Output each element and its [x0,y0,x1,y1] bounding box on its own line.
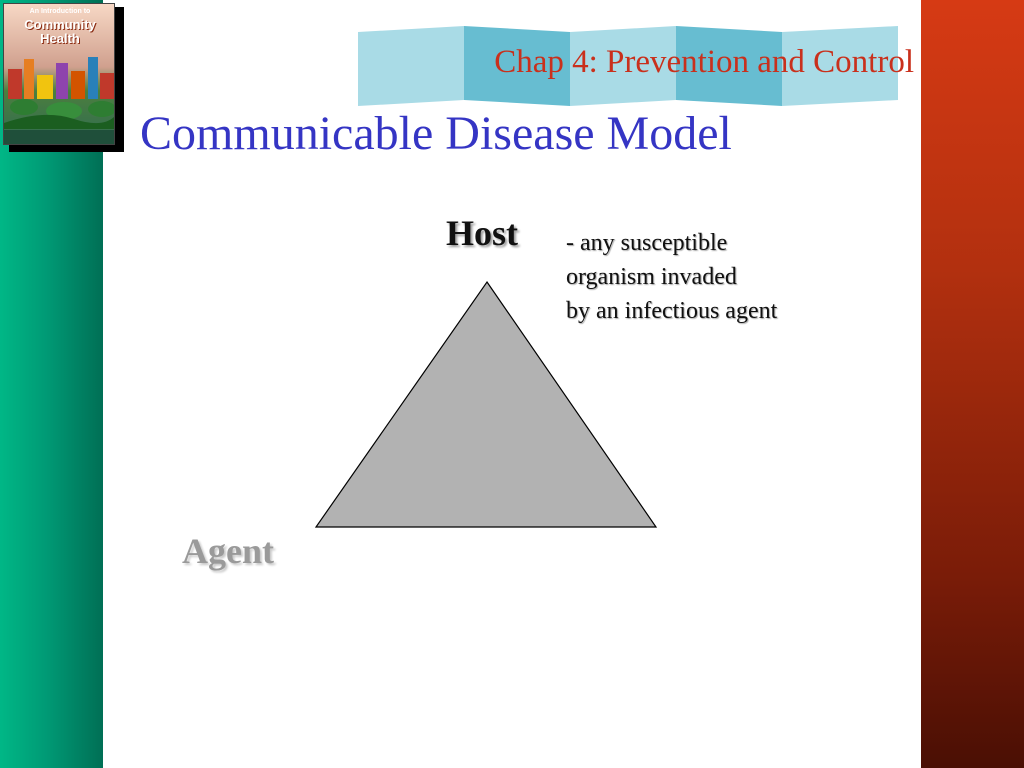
chapter-banner [358,26,898,106]
agent-label: Agent [182,531,274,571]
host-description-line: - any susceptible [566,230,728,256]
epidemiologic-triangle [314,280,658,528]
book-cover-title-line2: Health [40,31,80,46]
host-label: Host [446,213,518,253]
slide-title: Communicable Disease Model [140,107,732,160]
book-cover-subtitle: An Introduction to [29,8,91,15]
book-cover-title-line1: Community [24,17,96,32]
book-cover-image: An Introduction to Community Health [3,3,115,145]
right-accent-bar [921,0,1024,768]
host-description-line: by an infectious agent [566,298,778,324]
chapter-title: Chap 4: Prevention and Control [494,44,914,80]
host-description-line: organism invaded [566,264,737,290]
host-description: - any susceptible organism invaded by an… [566,226,777,328]
book-cover-authors-strip [4,130,114,144]
city-illustration [4,57,114,129]
